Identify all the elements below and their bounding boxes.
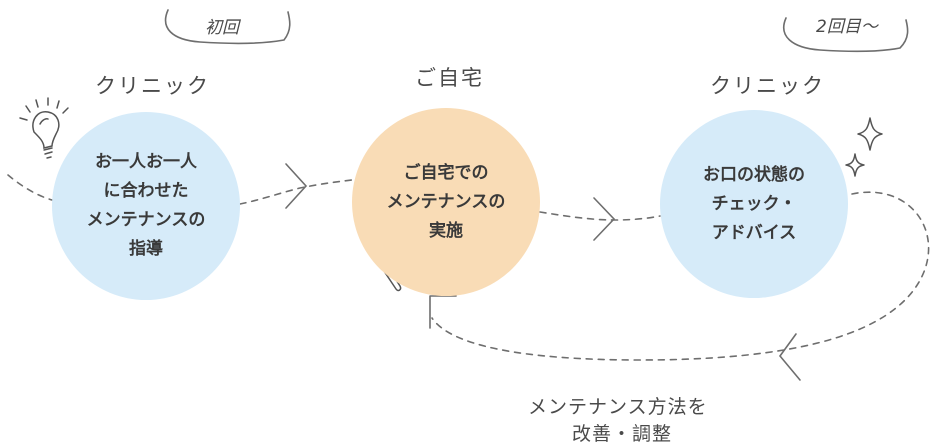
step-3-location: クリニック [710, 74, 825, 98]
tag-swoosh-1 [164, 9, 291, 45]
step-1-tag: 初回 [205, 18, 239, 38]
tag-swoosh-2 [783, 17, 909, 53]
step-3-circle: お口の状態の チェック・ アドバイス [660, 110, 848, 298]
step-1-location: クリニック [95, 74, 210, 98]
connector-2-3 [539, 211, 661, 221]
lightbulb-icon [19, 97, 69, 159]
loop-note-line1: メンテナンス方法を [528, 396, 708, 418]
step-2-text: ご自宅での メンテナンスの 実施 [386, 162, 506, 241]
connector-1-2 [239, 179, 353, 205]
arrow-1-2 [285, 163, 308, 209]
step-1-text: お一人お一人 に合わせた メンテナンスの 指導 [86, 152, 206, 259]
step-3-tag: 2回目〜 [816, 17, 878, 37]
arrow-return-head [429, 295, 457, 329]
entry-dashed-line [7, 174, 53, 201]
return-loop [431, 191, 930, 361]
step-2-location: ご自宅 [415, 66, 484, 90]
arrow-return [778, 333, 801, 381]
step-2-circle: ご自宅での メンテナンスの 実施 [352, 108, 540, 296]
arrow-2-3 [593, 197, 616, 241]
sparkle-icon [845, 117, 883, 177]
loop-note-line2: 改善・調整 [572, 423, 673, 445]
step-3-text: お口の状態の チェック・ アドバイス [703, 164, 805, 243]
step-1-circle: お一人お一人 に合わせた メンテナンスの 指導 [52, 112, 240, 300]
